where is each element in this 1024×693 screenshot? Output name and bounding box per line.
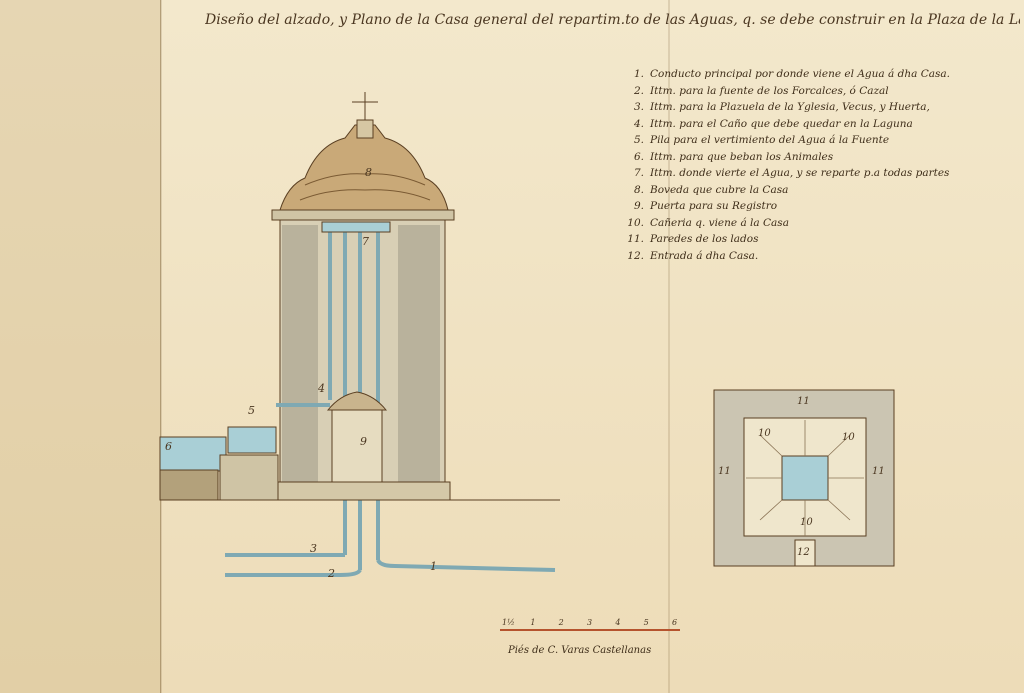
scale-bar: 1½ 1 2 3 4 5 6 — [500, 618, 680, 631]
legend-item: 3. Ittm. para la Plazuela de la Yglesia, … — [622, 99, 1017, 116]
scale-caption: Piés de C. Varas Castellanas — [508, 645, 652, 656]
register-door — [331, 409, 383, 493]
legend-text: Paredes de los lados — [650, 233, 759, 245]
legend-item: 4. Ittm. para el Caño que debe quedar en … — [622, 116, 1017, 133]
legend-number: 8. — [633, 183, 644, 196]
legend-number: 1. — [633, 68, 644, 80]
scale-tick-label: 1½ — [502, 618, 515, 627]
legend-item: 12. Entrada á dha Casa. — [622, 248, 1017, 265]
legend-number: 4. — [633, 117, 644, 130]
legend-text: Ittm. para que beban los Animales — [650, 150, 834, 163]
sheet-edge — [160, 0, 162, 693]
dome-vault — [279, 124, 449, 211]
legend-item: 1. Conducto principal por donde viene el … — [622, 66, 1017, 83]
legend-number: 3. — [633, 101, 644, 113]
dome-scales-2 — [304, 173, 426, 186]
plan-distribution-basin — [781, 455, 829, 501]
plan-label-12: 12 — [797, 547, 810, 558]
legend-number: 2. — [633, 84, 644, 97]
legend-item: 2. Ittm. para la fuente de los Forcalces,… — [622, 83, 1017, 100]
legend-text: Entrada á dha Casa. — [650, 249, 759, 262]
label-2: 2 — [327, 567, 335, 580]
plan-label-11a: 11 — [797, 396, 810, 407]
plan-label-10c: 10 — [800, 517, 813, 528]
scale-tick-label: 4 — [614, 618, 620, 627]
label-5: 5 — [248, 404, 255, 417]
legend-text: Cañeria q. viene á la Casa — [650, 216, 789, 229]
animal-trough — [159, 436, 227, 472]
steps — [219, 454, 279, 501]
scale-tick-label: 5 — [644, 618, 649, 627]
left-wall-shade — [282, 225, 318, 495]
floor-plan — [713, 389, 895, 567]
label-3: 3 — [310, 542, 317, 555]
plinth — [275, 481, 451, 501]
plan-label-10b: 10 — [842, 432, 855, 443]
label-9: 9 — [360, 435, 367, 448]
scale-tick-label: 2 — [558, 618, 564, 627]
legend-text: Pila para el vertimiento del Agua á la F… — [650, 134, 890, 146]
legend-number: 7. — [633, 167, 644, 179]
label-6: 6 — [165, 440, 172, 453]
distribution-basin — [321, 221, 391, 233]
legend-item: 6. Ittm. para que beban los Animales — [622, 149, 1017, 166]
legend-item: 5. Pila para el vertimiento del Agua á la… — [622, 132, 1017, 149]
legend-item: 7. Ittm. donde vierte el Agua, y se repar… — [622, 165, 1017, 182]
legend-number: 12. — [627, 249, 644, 262]
label-7: 7 — [362, 235, 369, 248]
label-8: 8 — [365, 166, 372, 179]
legend-text: Ittm. donde vierte el Agua, y se reparte… — [650, 167, 950, 179]
legend-item: 10. Cañeria q. viene á la Casa — [622, 215, 1017, 232]
drawing-title: Diseño del alzado, y Plano de la Casa ge… — [205, 12, 1020, 28]
legend-item: 9. Puerta para su Registro — [622, 198, 1017, 215]
plan-label-10a: 10 — [758, 428, 771, 439]
legend-text: Ittm. para la Plazuela de la Yglesia, Ve… — [650, 101, 930, 113]
elevation-drawing — [159, 92, 560, 577]
legend-item: 11. Paredes de los lados — [622, 231, 1017, 248]
legend-text: Ittm. para el Caño que debe quedar en la… — [650, 117, 913, 130]
trough-base — [159, 469, 219, 501]
plan-entrance — [794, 539, 816, 567]
paper-fold — [668, 0, 670, 693]
legend-number: 6. — [633, 150, 644, 163]
label-4: 4 — [317, 382, 325, 395]
scale-tick-label: 6 — [672, 618, 677, 627]
underground-pipes — [225, 553, 556, 577]
legend-text: Conducto principal por donde viene el Ag… — [650, 68, 950, 80]
door-pediment — [326, 391, 388, 411]
basin-pila — [227, 426, 277, 454]
legend-text: Puerta para su Registro — [650, 200, 778, 212]
scale-tick-label: 1 — [530, 618, 535, 627]
legend-number: 5. — [633, 134, 644, 146]
adjacent-sheet-strip — [0, 0, 161, 693]
scale-tick-label: 3 — [587, 618, 592, 627]
legend-text: Boveda que cubre la Casa — [650, 183, 789, 196]
legend-list: 1. Conducto principal por donde viene el … — [622, 66, 1017, 264]
dome-scales — [299, 189, 431, 201]
legend-text: Ittm. para la fuente de los Forcalces, ó… — [650, 84, 889, 97]
legend-item: 8. Boveda que cubre la Casa — [622, 182, 1017, 199]
label-1: 1 — [430, 560, 437, 573]
plan-pipe-lines — [746, 420, 864, 536]
plan-label-11c: 11 — [872, 466, 885, 477]
right-wall-shade — [398, 225, 440, 495]
legend-number: 11. — [627, 233, 644, 245]
cornice — [271, 209, 455, 221]
legend-number: 9. — [633, 200, 644, 212]
lantern — [356, 119, 374, 139]
legend-number: 10. — [627, 216, 644, 229]
plan-label-11b: 11 — [718, 466, 731, 477]
